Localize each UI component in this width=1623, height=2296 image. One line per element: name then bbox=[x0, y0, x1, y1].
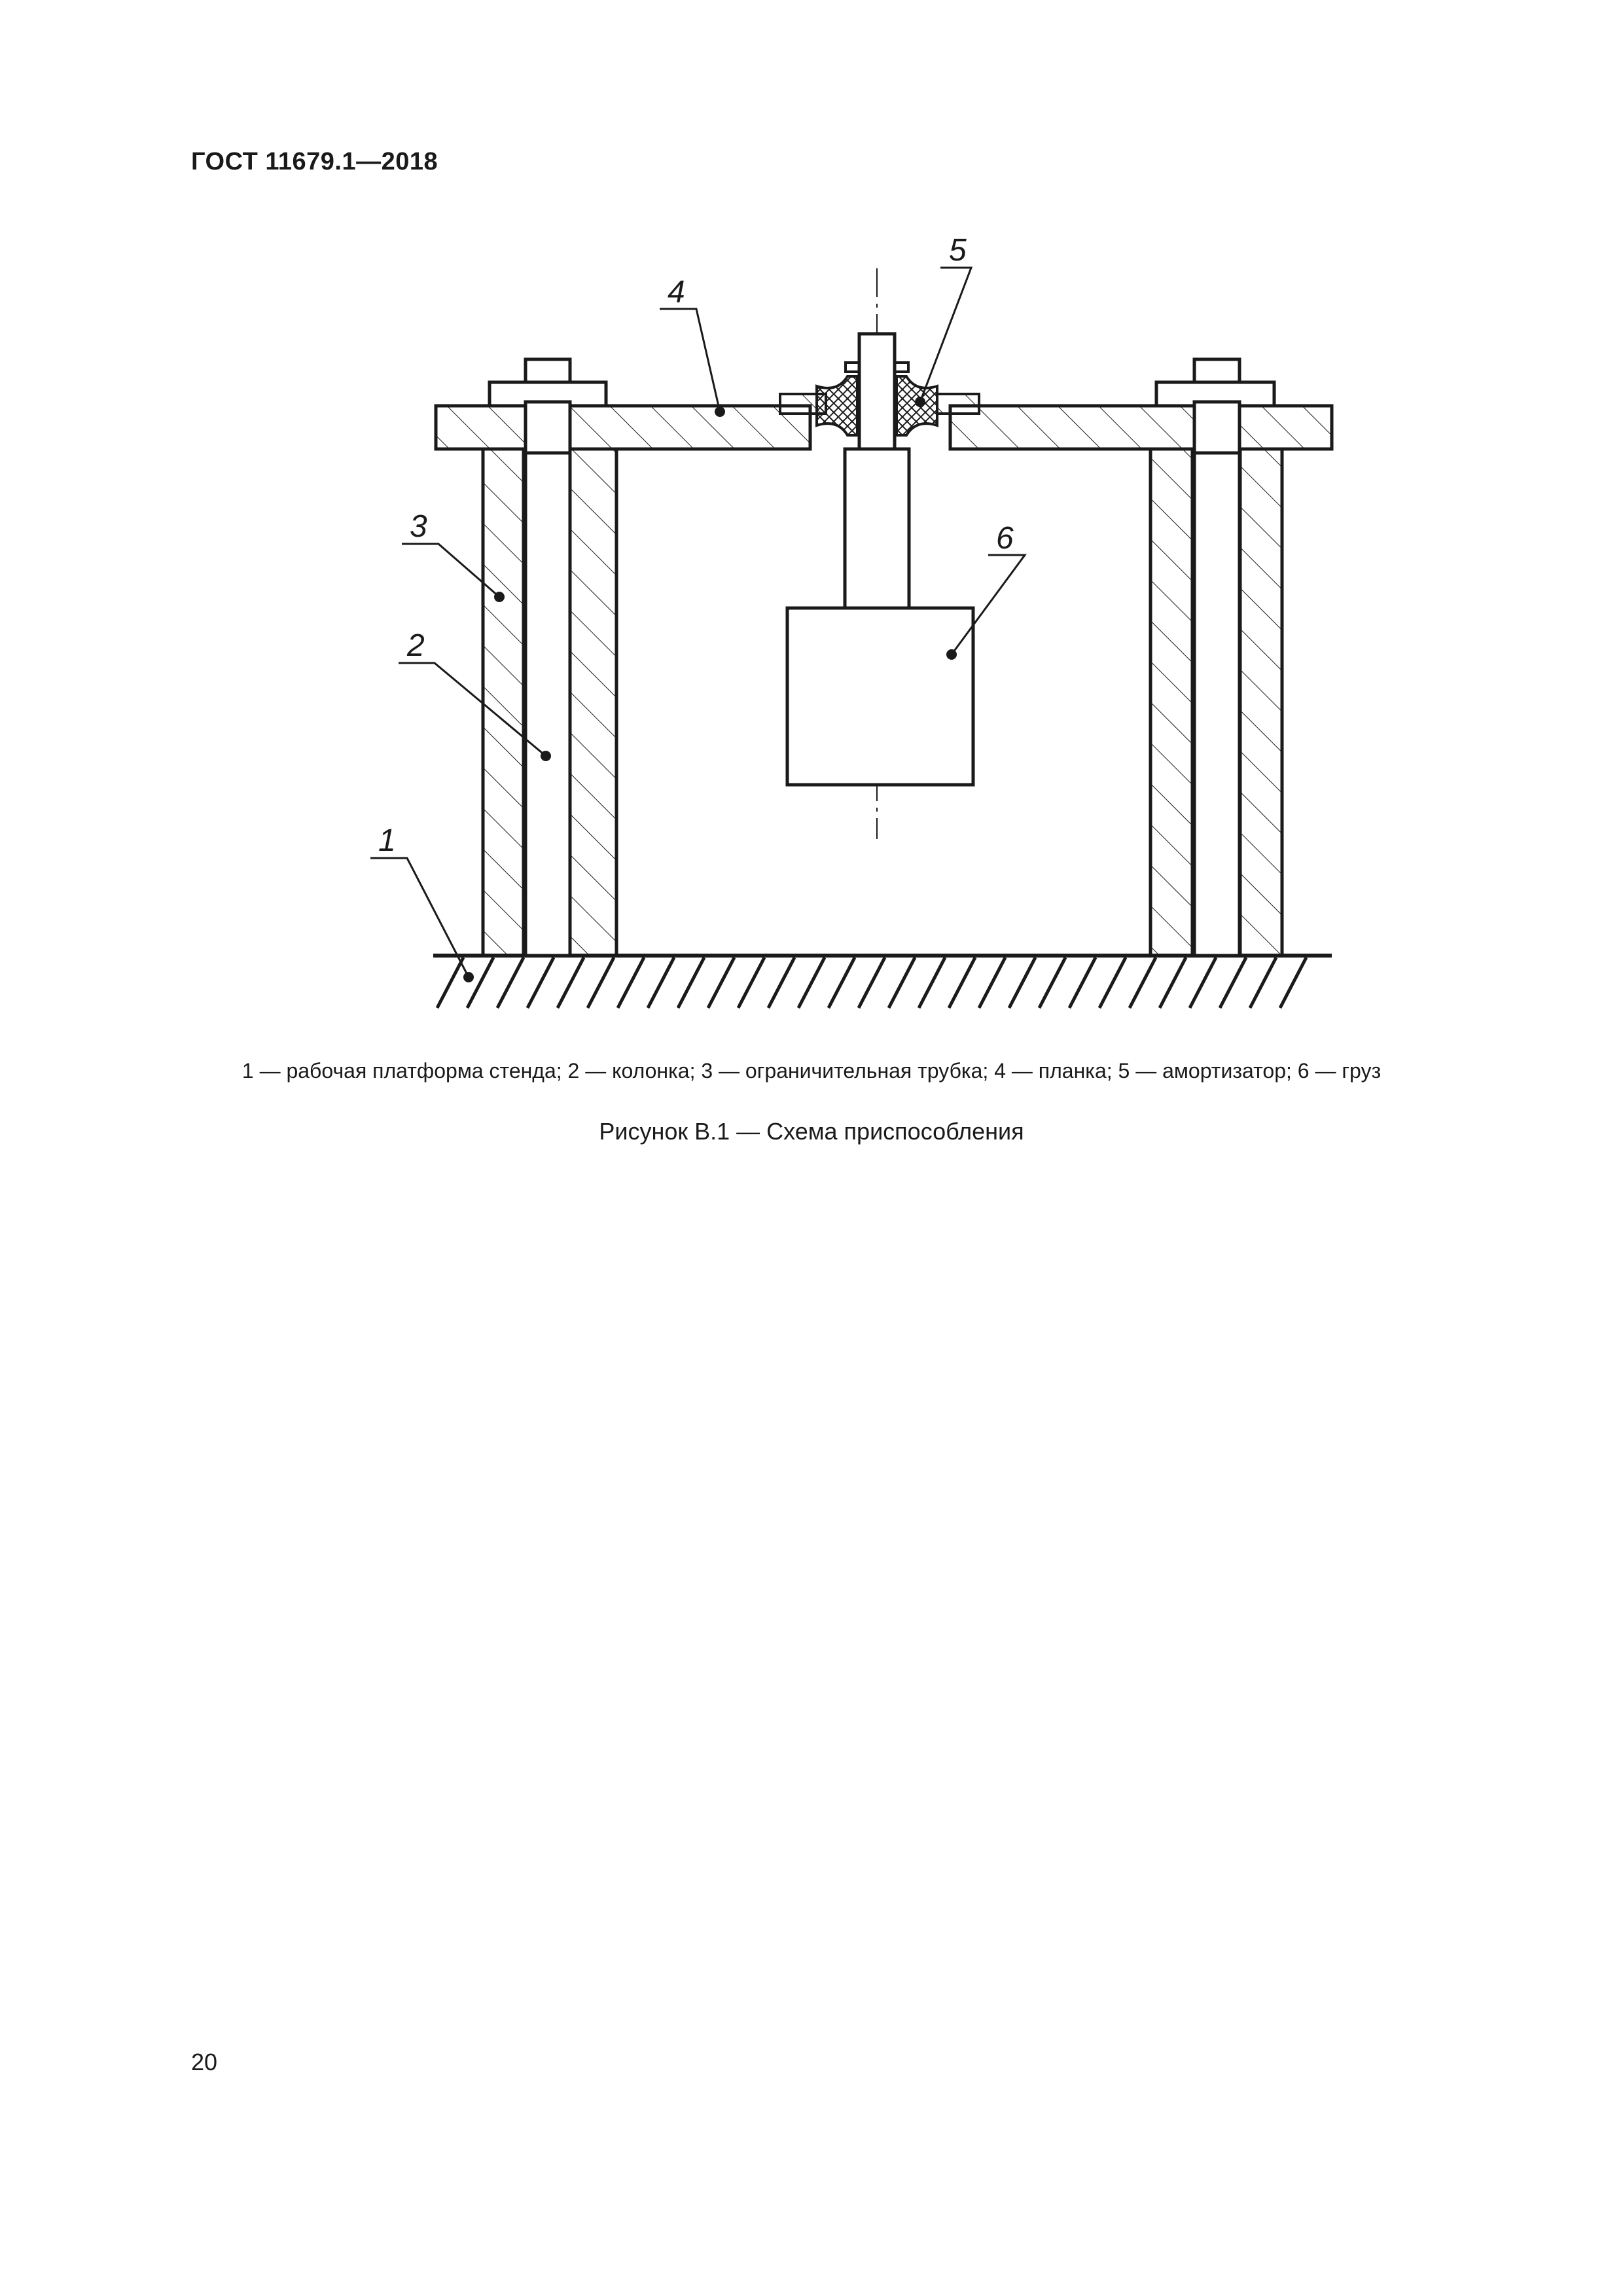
ground-hatch-stroke bbox=[706, 956, 736, 1009]
ground-hatch-stroke bbox=[1037, 956, 1067, 1009]
ground-hatch-stroke bbox=[676, 956, 706, 1009]
ground-hatch-stroke bbox=[887, 956, 917, 1009]
ground-hatch-stroke bbox=[495, 956, 526, 1009]
ground-hatch-stroke bbox=[857, 956, 887, 1009]
ground-hatch-stroke bbox=[1128, 956, 1158, 1009]
callout-3: 3 bbox=[410, 509, 427, 544]
ground-hatch-stroke bbox=[1097, 956, 1128, 1009]
page-number: 20 bbox=[191, 2049, 218, 2075]
fixture-diagram: 1 2 3 4 5 6 bbox=[0, 0, 1623, 1080]
weight bbox=[785, 606, 975, 787]
ground-hatch-stroke bbox=[1067, 956, 1097, 1009]
callout-2: 2 bbox=[406, 628, 425, 663]
ground-hatch-stroke bbox=[796, 956, 827, 1009]
ground-hatch-stroke bbox=[1278, 956, 1308, 1009]
ground-hatch-stroke bbox=[526, 956, 556, 1009]
ground-hatch-stroke bbox=[616, 956, 646, 1009]
ground-hatch-stroke bbox=[646, 956, 676, 1009]
callout-5: 5 bbox=[949, 233, 967, 268]
callout-6: 6 bbox=[996, 521, 1014, 556]
ground-hatch-stroke bbox=[977, 956, 1007, 1009]
ground-hatch-stroke bbox=[766, 956, 796, 1009]
figure-caption: Рисунок В.1 — Схема приспособления bbox=[599, 1118, 1024, 1145]
work-platform bbox=[433, 954, 1332, 1009]
ground-hatch-stroke bbox=[1007, 956, 1037, 1009]
left-post bbox=[481, 357, 618, 958]
callout-1: 1 bbox=[378, 823, 396, 858]
ground-hatch-stroke bbox=[1158, 956, 1188, 1009]
plank bbox=[434, 393, 1334, 455]
ground-hatch-stroke bbox=[1248, 956, 1278, 1009]
rod bbox=[843, 332, 911, 610]
callout-4: 4 bbox=[668, 275, 685, 310]
ground-hatch-stroke bbox=[917, 956, 947, 1009]
leader-dots bbox=[463, 397, 957, 982]
right-post bbox=[1149, 357, 1284, 958]
ground-hatch-stroke bbox=[1218, 956, 1248, 1009]
ground-hatch-stroke bbox=[1188, 956, 1218, 1009]
ground-hatch-stroke bbox=[465, 956, 495, 1009]
figure-legend: 1 — рабочая платформа стенда; 2 — колонк… bbox=[241, 1059, 1382, 1083]
ground-hatch-stroke bbox=[736, 956, 766, 1009]
ground-hatch-stroke bbox=[586, 956, 616, 1009]
ground-hatch-stroke bbox=[435, 956, 465, 1009]
document-header: ГОСТ 11679.1—2018 bbox=[191, 148, 438, 175]
ground-hatch-stroke bbox=[556, 956, 586, 1009]
ground-hatch-stroke bbox=[947, 956, 977, 1009]
leader-lines bbox=[370, 266, 1027, 978]
ground-hatch-stroke bbox=[827, 956, 857, 1009]
